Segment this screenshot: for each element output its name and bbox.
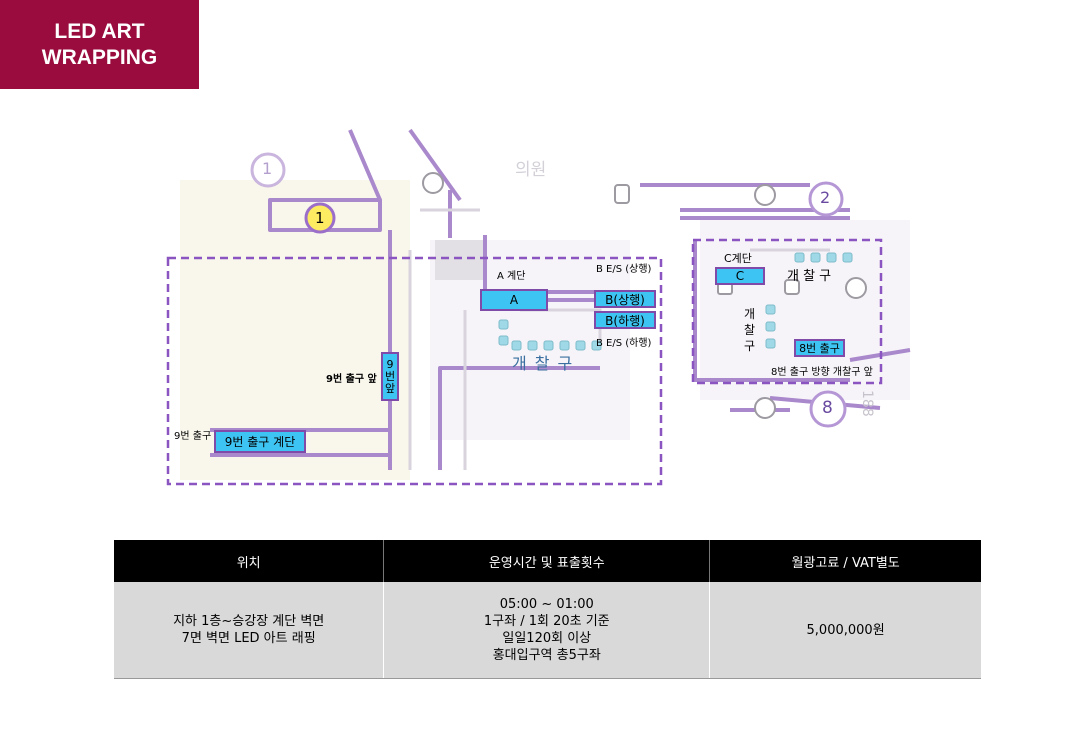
cell-schedule: 05:00 ~ 01:00 1구좌 / 1회 20초 기준 일일120회 이상 … — [383, 582, 711, 679]
tag-9-char-1: 9 — [386, 357, 394, 371]
tag-a: A — [480, 289, 548, 311]
schedule-line-4: 홍대입구역 총5구좌 — [492, 648, 601, 663]
map-background — [166, 128, 911, 486]
location-line-2: 7면 벽면 LED 아트 래핑 — [181, 631, 316, 646]
exit-8-circle: 8 — [822, 398, 833, 418]
station-map: 1 1 2 8 의원 188 A 계단 B E/S (상행) B E/S (하행… — [150, 110, 940, 500]
header-schedule: 운영시간 및 표출횟수 — [383, 540, 711, 582]
faint-sign-text: 의원 — [515, 160, 547, 180]
gate-char-2: 찰 — [744, 323, 756, 337]
cell-price: 5,000,000원 — [709, 582, 981, 679]
c-stairs-label: C계단 — [724, 252, 752, 265]
page-title-line2: WRAPPING — [41, 45, 158, 69]
vertical-ticket-gate-label: 개 찰 구 — [744, 306, 755, 354]
header-price: 월광고료 / VAT별도 — [709, 540, 981, 582]
header-location: 위치 — [114, 540, 385, 582]
b-es-up-label: B E/S (상행) — [596, 264, 652, 275]
right-ticket-gate-label: 개 찰 구 — [787, 269, 832, 284]
main-ticket-gate-label: 개찰구 — [512, 354, 581, 373]
table-header-row: 위치 운영시간 및 표출횟수 월광고료 / VAT별도 — [114, 540, 981, 582]
info-table: 위치 운영시간 및 표출횟수 월광고료 / VAT별도 지하 1층~승강장 계단… — [114, 540, 981, 679]
exit-9-front-label: 9번 출구 앞 — [326, 374, 377, 385]
tag-b-up: B(상행) — [594, 290, 656, 308]
page-title-line1: LED ART — [54, 19, 145, 43]
tag-exit-9-stairs: 9번 출구 계단 — [214, 430, 306, 453]
page-title: LED ART WRAPPING — [0, 0, 199, 89]
table-row: 지하 1층~승강장 계단 벽면 7면 벽면 LED 아트 래핑 05:00 ~ … — [114, 582, 981, 679]
exit-9-label: 9번 출구 — [174, 431, 212, 442]
tag-exit-9-front: 9 번 앞 — [381, 352, 399, 401]
tag-c: C — [715, 267, 765, 285]
a-stairs-label: A 계단 — [497, 271, 526, 282]
location-line-1: 지하 1층~승강장 계단 벽면 — [173, 614, 325, 629]
faint-number: 188 — [859, 390, 875, 417]
tag-exit-8: 8번 출구 — [794, 339, 845, 357]
schedule-line-3: 일일120회 이상 — [502, 631, 592, 646]
gate-char-1: 개 — [744, 307, 756, 321]
exit-1-yellow-circle: 1 — [315, 209, 325, 227]
tag-9-char-3: 앞 — [384, 381, 396, 395]
tag-9-char-2: 번 — [384, 369, 396, 383]
cell-location: 지하 1층~승강장 계단 벽면 7면 벽면 LED 아트 래핑 — [114, 582, 385, 679]
gate-char-3: 구 — [744, 339, 756, 353]
b-es-down-label: B E/S (하행) — [596, 338, 652, 349]
schedule-line-2: 1구좌 / 1회 20초 기준 — [483, 614, 610, 629]
exit-8-gate-label: 8번 출구 방향 개찰구 앞 — [771, 367, 873, 378]
tag-b-down: B(하행) — [594, 311, 656, 329]
exit-2-circle: 2 — [820, 188, 831, 207]
schedule-line-1: 05:00 ~ 01:00 — [499, 597, 594, 612]
exit-1-circle: 1 — [262, 159, 273, 178]
